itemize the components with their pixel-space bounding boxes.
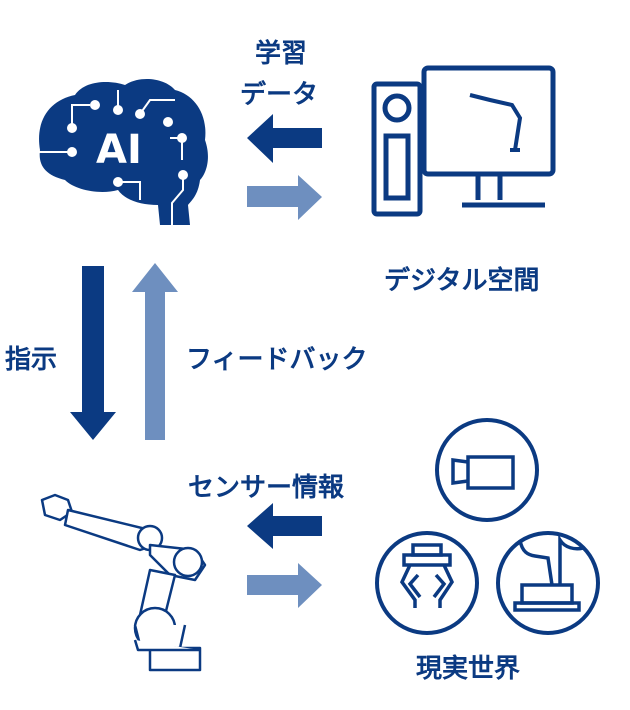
learning-data-label-line1: 学習	[255, 39, 308, 69]
arrow-feedback-up	[132, 263, 178, 440]
learning-data-label-line2: データ	[240, 80, 319, 110]
camera-icon	[451, 455, 515, 490]
brain-ai-icon	[37, 78, 208, 225]
arrow-sensor-info-left	[247, 503, 322, 549]
arrow-instruction-down	[70, 266, 116, 440]
arrow-to-real-right	[247, 563, 322, 608]
sensor-info-label: センサー情報	[188, 473, 345, 503]
brain-ai-text: AI	[96, 127, 142, 173]
camera-circle	[435, 418, 539, 522]
real-world-label: 現実世界	[416, 654, 521, 684]
digital-space-label: デジタル空間	[384, 266, 540, 296]
instruction-label: 指示	[5, 345, 58, 375]
computer-icon	[371, 65, 556, 217]
gripper-icon	[399, 543, 455, 608]
pointing-hand-icon	[513, 533, 584, 612]
gripper-circle	[375, 531, 479, 635]
hand-circle	[496, 531, 600, 635]
arrow-to-digital-right	[247, 175, 322, 220]
robot-arm-icon	[40, 493, 207, 672]
feedback-label: フィードバック	[186, 345, 368, 375]
arrow-learning-data-left	[247, 114, 322, 163]
